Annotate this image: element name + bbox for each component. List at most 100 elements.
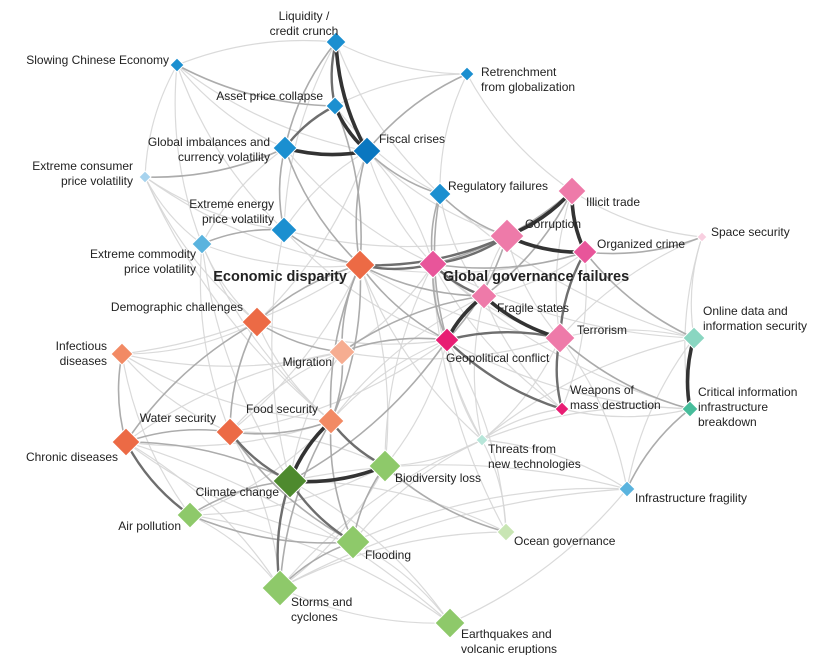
edge-govfail-online: [432, 263, 695, 339]
node-threats[interactable]: [475, 433, 489, 447]
node-earthquakes[interactable]: [434, 607, 466, 639]
node-econdisp[interactable]: [344, 249, 376, 281]
node-label-line: Extreme commodity: [90, 247, 196, 261]
node-assetprice[interactable]: [325, 96, 345, 116]
node-label-line: Extreme consumer: [32, 159, 133, 173]
node-online[interactable]: [682, 326, 706, 350]
edge-energy-climate: [271, 229, 291, 482]
node-illicit[interactable]: [557, 176, 587, 206]
node-infectious[interactable]: [110, 342, 134, 366]
node-label-line: Climate change: [196, 485, 280, 499]
node-demographic[interactable]: [241, 306, 273, 338]
edge-biodiv-ocean: [384, 465, 507, 533]
node-label-water: Water security: [140, 411, 216, 425]
edge-geopolitical-critinfo: [446, 339, 691, 410]
node-airpoll[interactable]: [176, 501, 204, 529]
node-fiscal[interactable]: [352, 136, 382, 166]
edge-online-infrafrag: [626, 337, 695, 490]
node-food[interactable]: [317, 407, 345, 435]
node-energy[interactable]: [270, 216, 298, 244]
node-space[interactable]: [696, 231, 708, 243]
edge-assetprice-regulatory: [334, 105, 441, 195]
edge-liquidity-retrench: [335, 41, 468, 75]
node-commodity[interactable]: [191, 233, 213, 255]
node-climate[interactable]: [272, 463, 308, 499]
edge-water-econdisp: [229, 264, 361, 433]
node-flooding[interactable]: [335, 524, 371, 560]
node-label-line: breakdown: [698, 415, 757, 429]
node-water[interactable]: [215, 417, 245, 447]
edge-organized-space: [584, 236, 703, 255]
edge-demographic-chronic: [125, 321, 258, 443]
edge-infrafrag-terrorism: [559, 337, 628, 490]
node-wmd[interactable]: [554, 401, 570, 417]
edge-consumer-econdisp: [144, 176, 361, 266]
edge-food-flooding: [329, 420, 354, 543]
edge-fiscal-govfail: [366, 150, 434, 265]
node-label-line: Retrenchment: [481, 65, 557, 79]
edge-retrench-regulatory: [439, 73, 468, 195]
node-ocean[interactable]: [496, 522, 516, 542]
edge-infectious-demographic: [121, 321, 258, 355]
node-terrorism[interactable]: [544, 322, 576, 354]
edge-space-terrorism: [559, 236, 703, 339]
node-label-line: Critical information: [698, 385, 797, 399]
node-label-line: Economic disparity: [213, 269, 347, 285]
edge-liquidity-fiscal: [334, 40, 369, 153]
edge-storms-earthquakes: [279, 587, 451, 624]
node-migration[interactable]: [328, 338, 356, 366]
node-liquidity[interactable]: [325, 31, 347, 53]
edge-water-geopolitical: [229, 339, 448, 433]
node-label-line: diseases: [60, 354, 107, 368]
edge-storms-airpoll: [189, 514, 281, 589]
edge-space-online: [690, 236, 703, 339]
node-label-line: Storms and: [291, 595, 352, 609]
edge-consumer-energy: [144, 176, 285, 231]
node-fragile[interactable]: [470, 282, 498, 310]
node-chronic[interactable]: [111, 427, 141, 457]
node-infrafrag[interactable]: [618, 480, 636, 498]
node-organized[interactable]: [572, 239, 598, 265]
edge-fragile-organized: [483, 251, 586, 297]
node-label-line: Space security: [711, 225, 790, 239]
edge-retrench-illicit: [466, 73, 573, 192]
node-govfail[interactable]: [418, 249, 448, 279]
edge-demographic-geopolitical: [256, 321, 448, 345]
node-label-space: Space security: [711, 225, 790, 239]
node-label-line: Ocean governance: [514, 534, 616, 548]
node-label-assetprice: Asset price collapse: [216, 89, 323, 103]
node-corruption[interactable]: [489, 218, 525, 254]
edge-illicit-terrorism: [555, 190, 573, 339]
edge-critinfo-infrafrag: [626, 408, 691, 490]
edge-retrench-fiscal: [366, 73, 468, 152]
edge-infectious-airpoll: [121, 353, 191, 516]
edge-infrafrag-climate: [289, 464, 628, 490]
node-storms[interactable]: [261, 569, 299, 607]
node-label-line: Biodiversity loss: [395, 471, 481, 485]
edge-ocean-geopolitical: [446, 339, 507, 533]
node-geopolitical[interactable]: [434, 327, 460, 353]
node-chinese[interactable]: [169, 57, 185, 73]
node-label-liquidity: Liquidity /credit crunch: [270, 9, 339, 38]
node-label-geopolitical: Geopolitical conflict: [446, 351, 550, 365]
node-biodiv[interactable]: [368, 449, 402, 483]
node-regulatory[interactable]: [428, 182, 452, 206]
edge-ocean-storms: [279, 531, 507, 589]
node-critinfo[interactable]: [681, 400, 699, 418]
edge-geopolitical-wmd: [445, 338, 564, 411]
node-consumer[interactable]: [138, 170, 152, 184]
edge-online-threats: [481, 337, 695, 441]
node-imbalances[interactable]: [272, 135, 298, 161]
node-label-line: Infrastructure fragility: [635, 491, 747, 505]
node-retrench[interactable]: [459, 66, 475, 82]
node-label-line: price volatility: [61, 174, 133, 188]
node-label-line: Weapons of: [570, 383, 634, 397]
edge-critinfo-threats: [481, 406, 691, 441]
edge-chinese-commodity: [174, 64, 203, 245]
